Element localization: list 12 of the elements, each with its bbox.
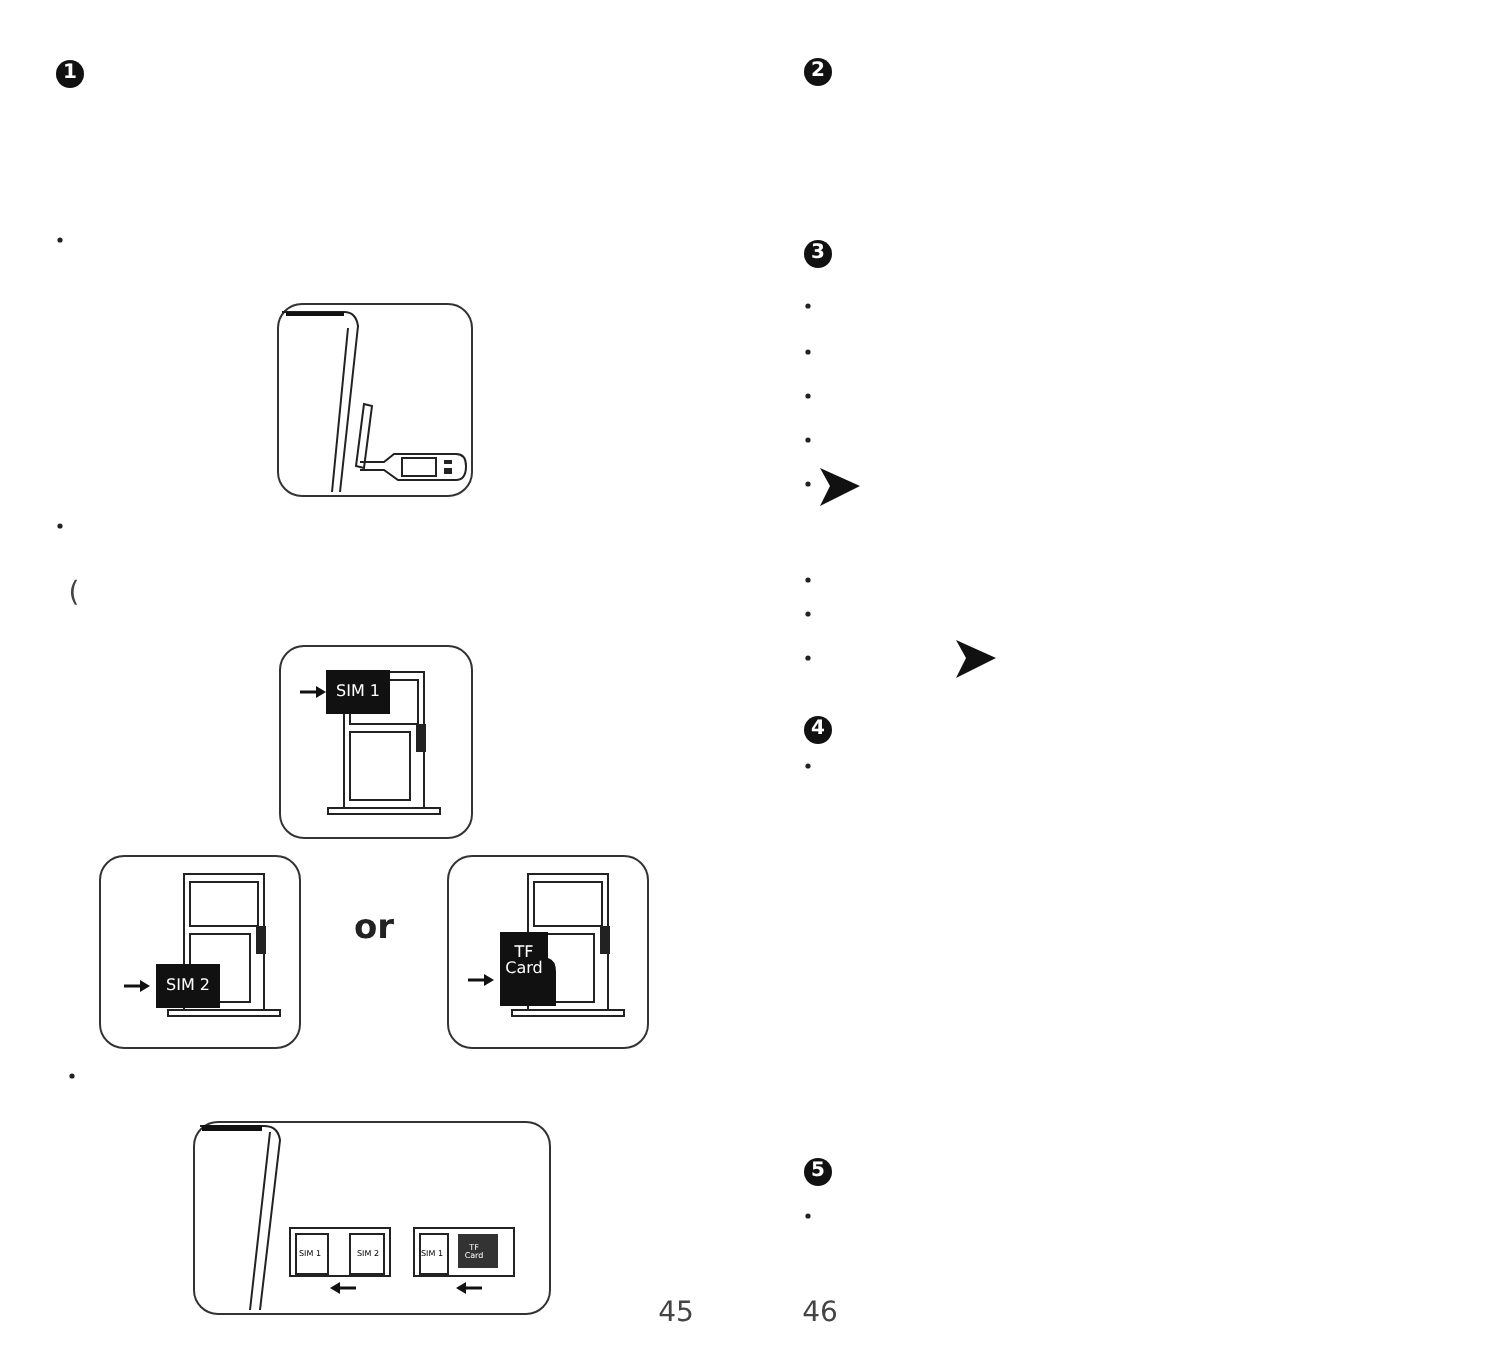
step-number: 5 <box>804 1158 832 1186</box>
step-number: 1 <box>56 60 84 88</box>
step-number: 3 <box>804 240 832 268</box>
page-number: 46 <box>802 1299 838 1329</box>
step-number: 4 <box>804 716 832 744</box>
step-number: 2 <box>804 58 832 86</box>
separator-text: or <box>353 912 395 948</box>
card-label: SIM 2 <box>166 977 210 995</box>
card-label: TF Card <box>503 945 545 979</box>
bracket-text: ( <box>68 579 80 609</box>
card-label: SIM 1 <box>336 683 380 701</box>
page-number: 45 <box>658 1299 694 1329</box>
